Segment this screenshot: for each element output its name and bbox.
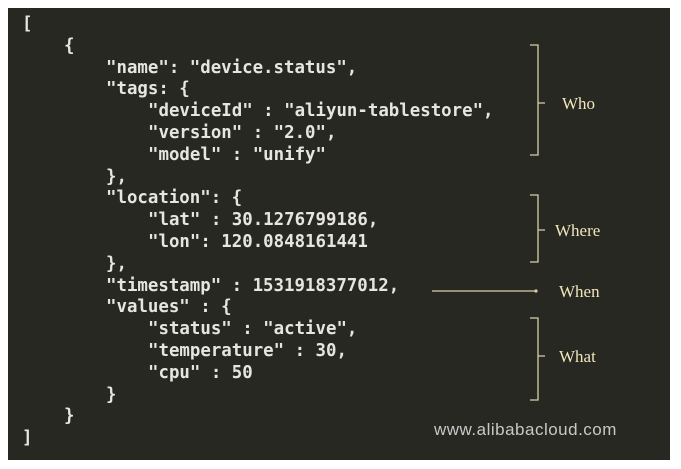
json-code-block: [ { "name": "device.status","tags: {"devic… bbox=[22, 14, 494, 450]
watermark: www.alibabacloud.com bbox=[434, 420, 617, 439]
where-label: Where bbox=[555, 221, 601, 240]
code-line: { bbox=[64, 35, 75, 56]
code-line: "deviceId" : "aliyun-tablestore", bbox=[148, 101, 494, 122]
who-bracket bbox=[530, 44, 545, 156]
annotation-brackets bbox=[432, 44, 545, 401]
code-line: "cpu" : 50 bbox=[148, 362, 253, 383]
code-line: "location": { bbox=[106, 188, 243, 209]
code-line: [ bbox=[22, 14, 33, 34]
code-line: "lon": 120.0848161441 bbox=[148, 231, 368, 252]
code-panel: [ { "name": "device.status","tags: {"devic… bbox=[8, 8, 670, 460]
who-label: Who bbox=[562, 94, 596, 113]
code-line: } bbox=[64, 406, 75, 427]
code-line: "version" : "2.0", bbox=[148, 122, 337, 143]
code-line: "values" : { bbox=[106, 297, 232, 318]
code-line: "timestamp" : 1531918377012, bbox=[106, 275, 400, 296]
code-line: "lat" : 30.1276799186, bbox=[148, 210, 379, 231]
code-line: ] bbox=[22, 428, 33, 449]
code-line: }, bbox=[106, 166, 127, 187]
code-line: "status" : "active", bbox=[148, 319, 358, 340]
code-line: "temperature" : 30, bbox=[148, 340, 347, 361]
code-line: } bbox=[106, 384, 117, 405]
code-line: "name": "device.status", bbox=[106, 57, 358, 78]
code-line: "tags: { bbox=[106, 79, 190, 100]
code-line: }, bbox=[106, 253, 127, 274]
code-line: "model" : "unify" bbox=[148, 144, 326, 165]
what-label: What bbox=[559, 347, 596, 366]
what-bracket bbox=[530, 317, 545, 401]
where-bracket bbox=[530, 194, 545, 263]
when-label: When bbox=[559, 282, 600, 301]
